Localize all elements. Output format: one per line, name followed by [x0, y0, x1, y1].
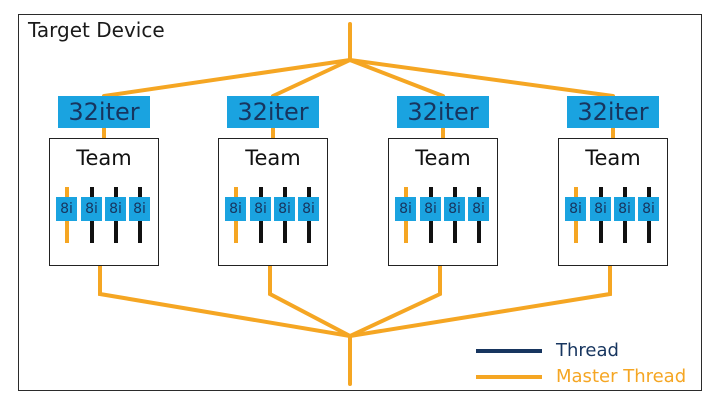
- iteration-chunk: 8i: [105, 197, 126, 221]
- device-frame: [18, 14, 702, 391]
- iteration-chunk: 8i: [468, 197, 489, 221]
- fork-line-4: [348, 58, 615, 98]
- iteration-chunk: 8i: [444, 197, 465, 221]
- team-box: Team 8i 8i 8i 8i: [388, 138, 498, 266]
- iter-block: 32iter: [397, 96, 489, 128]
- join-line-3: [348, 264, 442, 338]
- team-label: Team: [415, 146, 471, 170]
- iteration-chunk: 8i: [614, 197, 635, 221]
- iteration-chunk: 8i: [565, 197, 586, 221]
- iteration-chunk: 8i: [129, 197, 150, 221]
- fork-line-1: [102, 58, 352, 98]
- legend-thread-label: Thread: [556, 340, 619, 361]
- join-line-2: [268, 264, 352, 338]
- legend-thread-swatch: [476, 349, 542, 353]
- iteration-chunk: 8i: [420, 197, 441, 221]
- join-line-1: [98, 264, 352, 338]
- iteration-chunk: 8i: [56, 197, 77, 221]
- iteration-chunk: 8i: [274, 197, 295, 221]
- legend-master-swatch: [476, 375, 542, 379]
- iter-block: 32iter: [567, 96, 659, 128]
- team-label: Team: [76, 146, 132, 170]
- iter-block: 32iter: [58, 96, 150, 128]
- iteration-chunk: 8i: [395, 197, 416, 221]
- team-label: Team: [245, 146, 301, 170]
- legend-master-label: Master Thread: [556, 366, 687, 387]
- fork-line-3: [348, 58, 445, 98]
- iteration-chunk: 8i: [298, 197, 319, 221]
- iteration-chunk: 8i: [81, 197, 102, 221]
- iter-block: 32iter: [227, 96, 319, 128]
- fork-line-2: [271, 58, 352, 98]
- join-line-4: [348, 264, 612, 338]
- iteration-chunk: 8i: [250, 197, 271, 221]
- iteration-chunk: 8i: [225, 197, 246, 221]
- iteration-chunk: 8i: [590, 197, 611, 221]
- device-title: Target Device: [28, 18, 165, 42]
- iteration-chunk: 8i: [638, 197, 659, 221]
- team-box: Team 8i 8i 8i 8i: [49, 138, 159, 266]
- team-box: Team 8i 8i 8i 8i: [558, 138, 668, 266]
- team-box: Team 8i 8i 8i 8i: [218, 138, 328, 266]
- team-label: Team: [585, 146, 641, 170]
